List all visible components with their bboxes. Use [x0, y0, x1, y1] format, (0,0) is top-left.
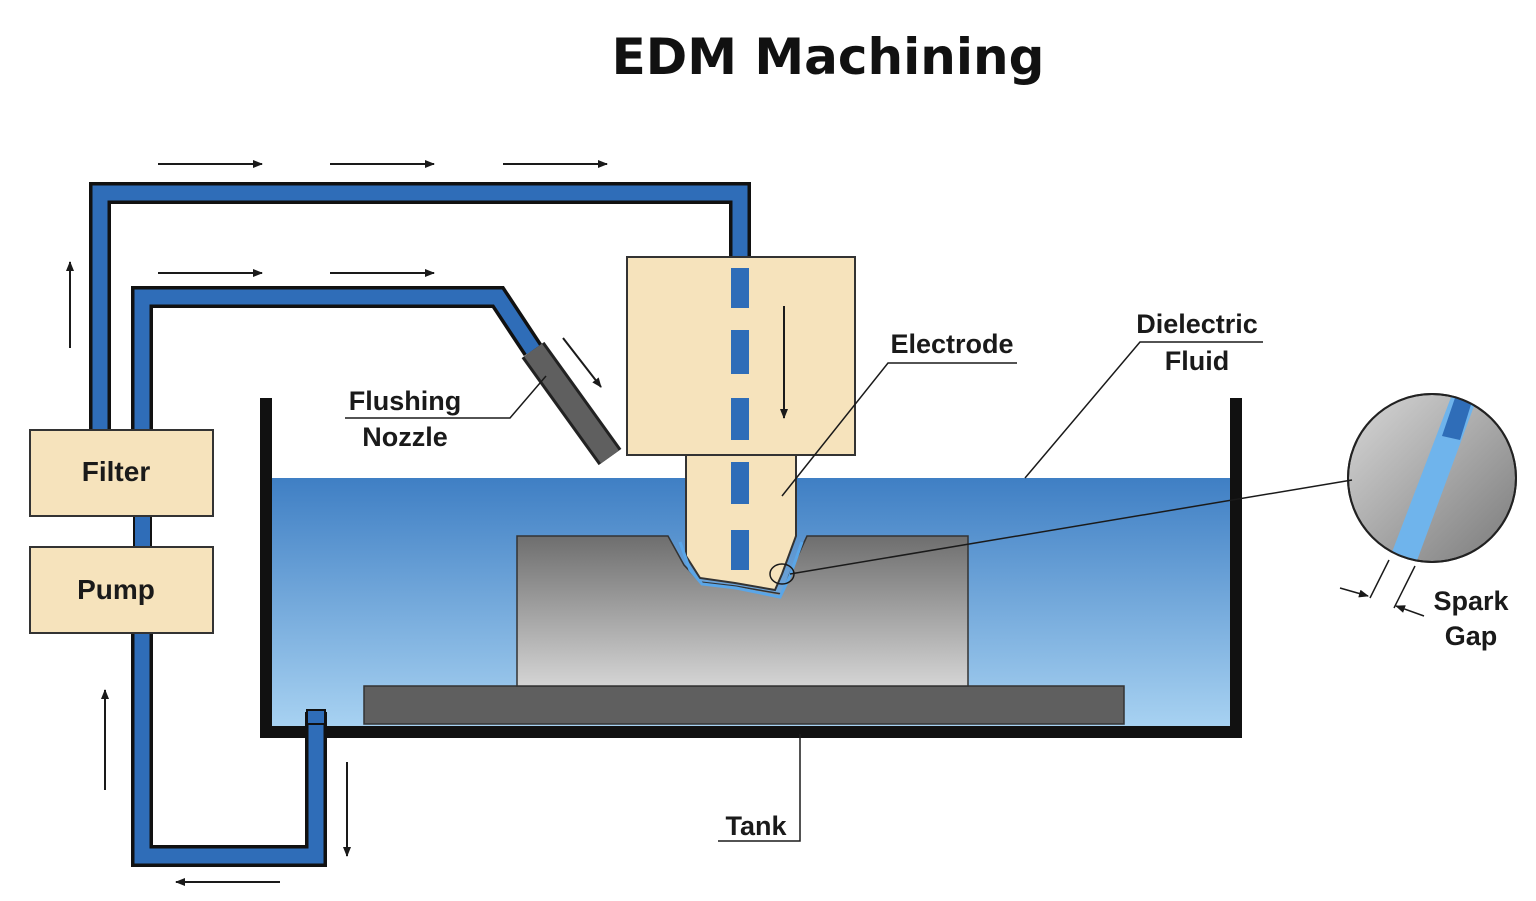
- electrode-label: Electrode: [890, 329, 1013, 359]
- dielectric-label: Dielectric: [1136, 309, 1258, 339]
- filter-label: Filter: [82, 456, 151, 487]
- pump-label: Pump: [77, 574, 155, 605]
- tank-label: Tank: [725, 811, 787, 841]
- fluid-label: Fluid: [1165, 346, 1229, 376]
- gap-label: Gap: [1445, 621, 1498, 651]
- filter-box: [29, 429, 214, 517]
- spark-gap-dimension: [1339, 559, 1425, 617]
- electrode-channel: [731, 268, 749, 570]
- nozzle-label: Nozzle: [362, 422, 448, 452]
- flow-arrows: [66, 160, 788, 886]
- tank-walls: [260, 398, 1242, 738]
- nozzle-supply-pipe: [131, 286, 543, 430]
- filter-pump-pipe: [133, 515, 152, 549]
- pump-box: [29, 546, 214, 634]
- electrode: [685, 454, 797, 592]
- spark-label: Spark: [1433, 586, 1509, 616]
- flushing-label: Flushing: [349, 386, 461, 416]
- base-plate: [363, 685, 1125, 725]
- page-title: EDM Machining: [611, 28, 1045, 86]
- callout-lines: [345, 341, 1263, 842]
